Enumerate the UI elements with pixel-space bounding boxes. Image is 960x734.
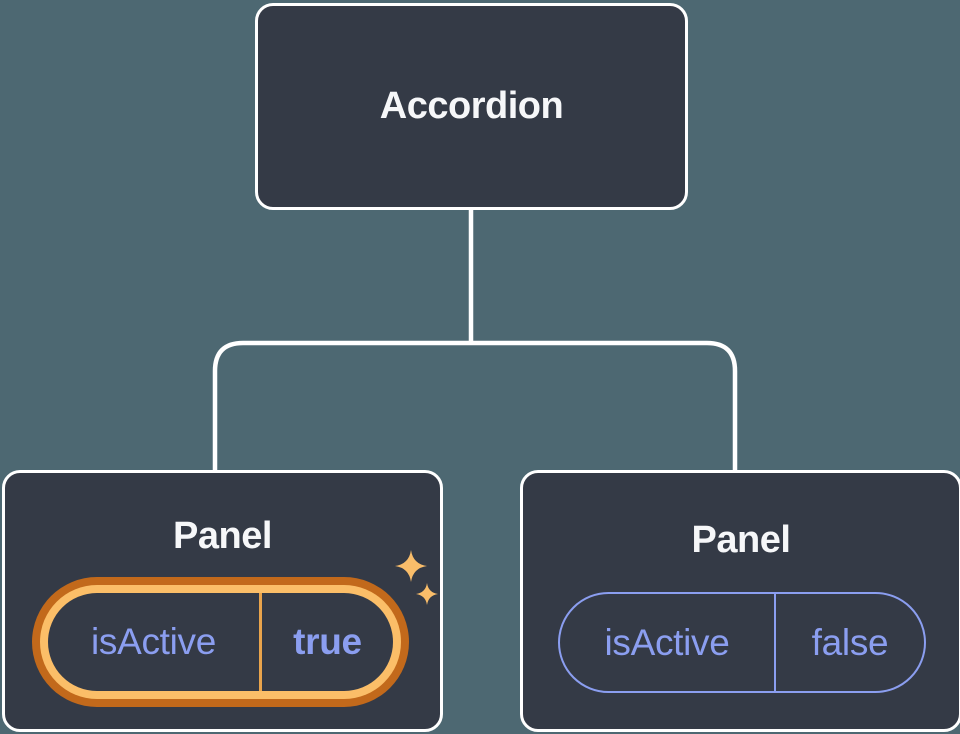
state-pill-inactive: isActive false — [558, 592, 926, 693]
panel-node-inactive: Panel isActive false — [520, 470, 960, 732]
prop-value-label: false — [811, 621, 889, 663]
state-pill-active: isActive true — [48, 593, 393, 691]
state-highlight-ring-inner: isActive true — [40, 585, 401, 699]
prop-name-cell: isActive — [560, 594, 774, 691]
state-highlight-ring: isActive true — [32, 577, 409, 707]
prop-name-label: isActive — [90, 621, 217, 662]
prop-value-cell: true — [262, 593, 393, 691]
prop-value-cell: false — [776, 594, 924, 691]
prop-name-label: isActive — [604, 621, 730, 663]
panel-title: Panel — [691, 519, 791, 561]
accordion-node-label: Accordion — [379, 85, 564, 127]
prop-name-cell: isActive — [48, 593, 259, 691]
pill-divider — [259, 593, 262, 691]
panel-node-active: Panel isActive true — [2, 470, 443, 732]
panel-title: Panel — [173, 515, 272, 557]
accordion-node: Accordion — [255, 3, 688, 210]
sparkles-icon — [395, 550, 438, 605]
pill-divider — [774, 594, 776, 691]
prop-value-label: true — [293, 621, 362, 662]
